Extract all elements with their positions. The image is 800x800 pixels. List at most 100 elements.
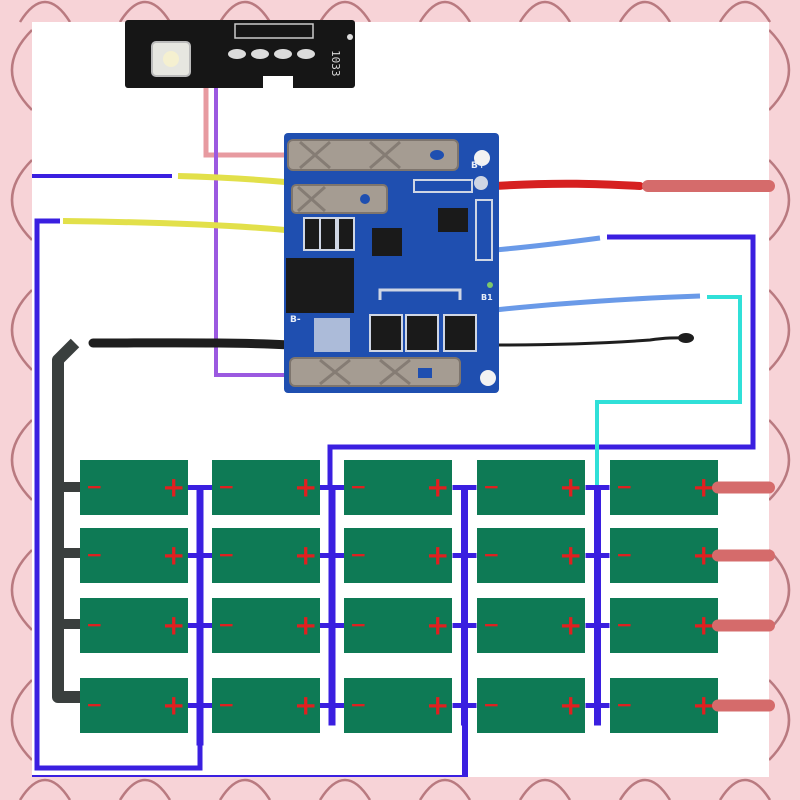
purple-sense-wire <box>214 88 290 377</box>
cell-body <box>212 598 320 653</box>
battery-cell: −+ <box>477 528 585 583</box>
led-board-label: 1033 <box>329 50 342 77</box>
led-indicator-board: 1033 <box>125 20 361 90</box>
led-icon <box>228 49 246 59</box>
positive-sign: + <box>294 609 317 642</box>
positive-sign: + <box>294 539 317 572</box>
cell-body <box>344 598 452 653</box>
negative-sign: − <box>218 543 235 567</box>
positive-sign: + <box>559 689 582 722</box>
scallop-arc <box>418 778 472 800</box>
cell-body <box>80 678 188 733</box>
scallop-arc <box>218 778 272 800</box>
cell-body <box>80 528 188 583</box>
cell-body <box>610 678 718 733</box>
thermistor-wire <box>494 336 693 347</box>
scallop-arc <box>10 549 33 631</box>
positive-sign: + <box>559 539 582 572</box>
scallop-arc <box>618 778 672 800</box>
cell-body <box>477 678 585 733</box>
scallop-arc <box>118 0 172 23</box>
led-icons <box>228 49 315 59</box>
mosfets <box>369 314 477 352</box>
bplus-label: B+ <box>471 161 485 171</box>
positive-sign: + <box>559 471 582 504</box>
positive-outputs <box>712 481 775 712</box>
negative-sign: − <box>218 693 235 717</box>
scallop-arc <box>318 778 372 800</box>
negative-sign: − <box>616 475 633 499</box>
blue-wire-1 <box>494 235 601 253</box>
scallop-arc <box>768 419 791 501</box>
cell-body <box>610 460 718 515</box>
led-wire <box>203 88 290 158</box>
dc-jack <box>286 258 354 313</box>
resistor-array <box>234 23 314 39</box>
scallop-arc <box>718 778 772 800</box>
battery-cell: −+ <box>80 678 188 733</box>
led-board-notch <box>263 76 293 90</box>
scallop-arc <box>118 778 172 800</box>
negative-sign: − <box>350 693 367 717</box>
scallop-arc <box>518 778 572 800</box>
positive-sign: + <box>162 689 185 722</box>
negative-sign: − <box>86 543 103 567</box>
led-icon <box>274 49 292 59</box>
positive-sign: + <box>162 609 185 642</box>
cell-body <box>344 460 452 515</box>
black-ground-wire <box>88 338 295 350</box>
negative-sign: − <box>86 613 103 637</box>
scallop-arc <box>718 0 772 23</box>
positive-sign: + <box>559 609 582 642</box>
battery-cell: −+ <box>80 460 188 515</box>
cell-body <box>477 460 585 515</box>
battery-cell: −+ <box>477 678 585 733</box>
push-button[interactable] <box>151 41 191 77</box>
battery-cell: −+ <box>344 598 452 653</box>
scallop-arc <box>618 0 672 23</box>
positive-sign: + <box>162 539 185 572</box>
bplus-pad <box>474 150 490 166</box>
cell-body <box>80 598 188 653</box>
cell-body <box>212 460 320 515</box>
cell-body <box>610 528 718 583</box>
red-output-wire <box>491 179 644 190</box>
battery-cell: −+ <box>344 460 452 515</box>
ground-bus <box>52 338 82 703</box>
status-led <box>487 282 493 288</box>
mount-hole <box>347 34 353 40</box>
negative-sign: − <box>616 613 633 637</box>
scallop-arc <box>18 0 72 23</box>
ic-chip <box>438 208 468 232</box>
scallop-arc <box>318 0 372 23</box>
negative-sign: − <box>616 693 633 717</box>
battery-cell: −+ <box>80 528 188 583</box>
bms-terminal-top[interactable] <box>287 139 459 171</box>
bms-board: B+ B1 B- <box>284 133 499 393</box>
mount-hole <box>480 370 496 386</box>
cell-body <box>212 528 320 583</box>
positive-sign: + <box>692 689 715 722</box>
ic-chip <box>372 228 402 256</box>
negative-sign: − <box>616 543 633 567</box>
negative-sign: − <box>218 475 235 499</box>
negative-sign: − <box>350 543 367 567</box>
battery-cell: −+ <box>80 598 188 653</box>
balance-lead-node4 <box>327 234 756 488</box>
scallop-arc <box>768 159 791 241</box>
bms-terminal-mid[interactable] <box>291 184 388 214</box>
battery-cell: −+ <box>610 528 718 583</box>
battery-cell: −+ <box>610 678 718 733</box>
cell-body <box>344 678 452 733</box>
bms-terminal-bottom[interactable] <box>289 357 461 387</box>
scallop-arc <box>10 159 33 241</box>
bminus-label: B- <box>290 315 301 325</box>
positive-sign: + <box>294 471 317 504</box>
cell-body <box>477 598 585 653</box>
resistor-array <box>475 199 493 261</box>
negative-sign: − <box>483 693 500 717</box>
led-icon <box>251 49 269 59</box>
diodes <box>303 217 355 251</box>
copper-trace <box>378 288 462 300</box>
b1-label: B1 <box>481 293 493 302</box>
